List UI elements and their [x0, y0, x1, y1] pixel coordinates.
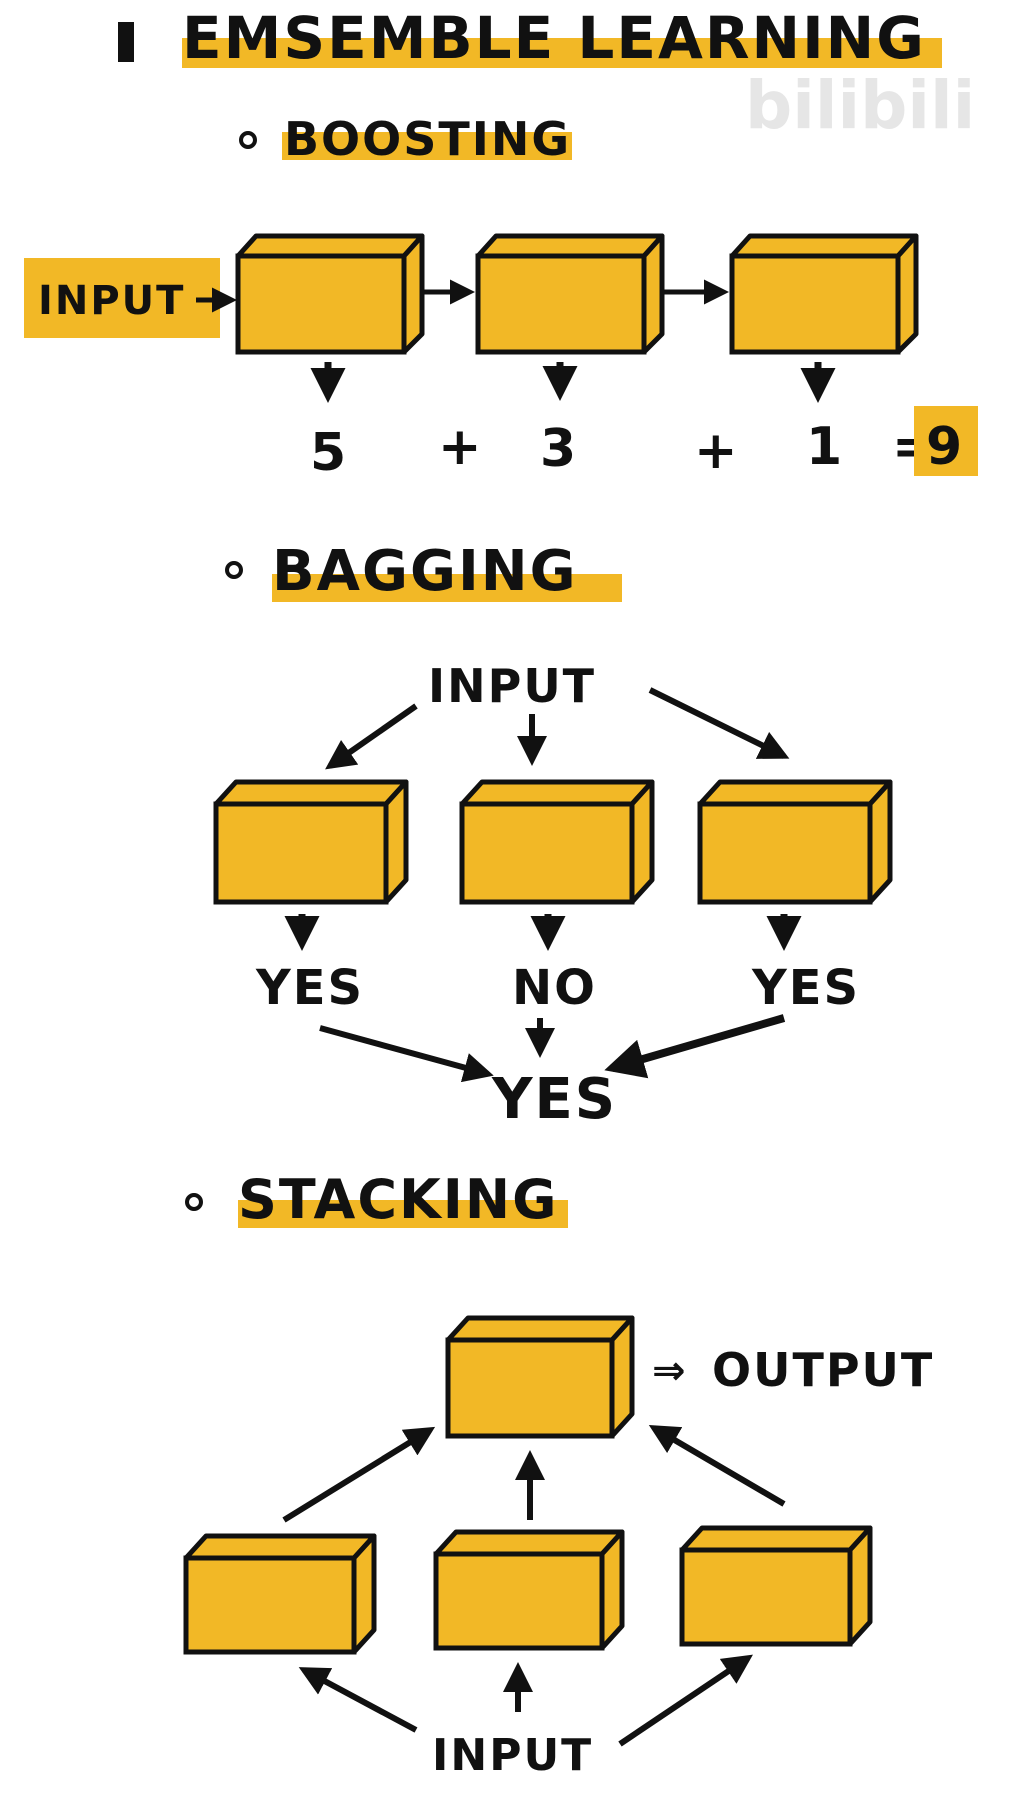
boosting-total: 9 [926, 417, 964, 477]
boosting-input-highlight [24, 258, 220, 338]
stacking-input-arrow [618, 1654, 753, 1747]
stacking-up-arrow [648, 1424, 786, 1507]
stacking-heading: STACKING [238, 1168, 558, 1231]
bagging-result: YES [491, 1067, 617, 1132]
boosting-box-2 [475, 233, 665, 355]
boosting-score-2: 3 [540, 419, 578, 479]
bagging-input-label: INPUT [428, 659, 596, 713]
bullet-icon [239, 131, 257, 149]
stacking-output-arrow-glyph: ⇒ [652, 1348, 688, 1394]
stacking-highlight [238, 1200, 568, 1228]
stacking-input-arrow [298, 1667, 418, 1733]
boosting-highlight [282, 132, 572, 160]
boosting-score-1: 5 [310, 423, 348, 483]
bullet-icon [185, 1193, 203, 1211]
stacking-base-box-2 [433, 1529, 625, 1651]
page-title: EMSEMBLE LEARNING [182, 4, 926, 72]
bagging-highlight [272, 574, 622, 602]
bagging-merge-arrow [604, 1014, 786, 1079]
bagging-vote-3: YES [751, 960, 860, 1016]
bagging-box-1 [213, 779, 409, 905]
bagging-split-arrow [325, 703, 418, 770]
boosting-box-3 [729, 233, 919, 355]
boosting-plus: + [438, 417, 484, 477]
bagging-box-3 [697, 779, 893, 905]
boosting-input-label: INPUT [38, 278, 185, 324]
bagging-merge-arrow [319, 1025, 494, 1083]
boosting-heading: BOOSTING [284, 112, 571, 166]
boosting-score-3: 1 [806, 417, 844, 477]
stacking-base-box-3 [679, 1525, 873, 1647]
stacking-base-box-1 [183, 1533, 377, 1655]
title-bar-icon [118, 22, 134, 62]
title-highlight [182, 38, 942, 68]
watermark-text: bilibili [745, 67, 975, 144]
bagging-vote-2: NO [512, 960, 597, 1016]
bagging-split-arrow [648, 687, 790, 759]
bagging-vote-1: YES [255, 960, 364, 1016]
boosting-box-1 [235, 233, 425, 355]
stacking-meta-box [445, 1315, 635, 1439]
bullet-icon [225, 561, 243, 579]
bagging-heading: BAGGING [272, 539, 578, 604]
bagging-box-2 [459, 779, 655, 905]
stacking-up-arrow [282, 1426, 436, 1523]
boosting-plus: + [694, 421, 740, 481]
stacking-input-label: INPUT [432, 1730, 593, 1781]
boosting-total-highlight [914, 406, 978, 476]
stacking-output-label: OUTPUT [712, 1343, 934, 1397]
